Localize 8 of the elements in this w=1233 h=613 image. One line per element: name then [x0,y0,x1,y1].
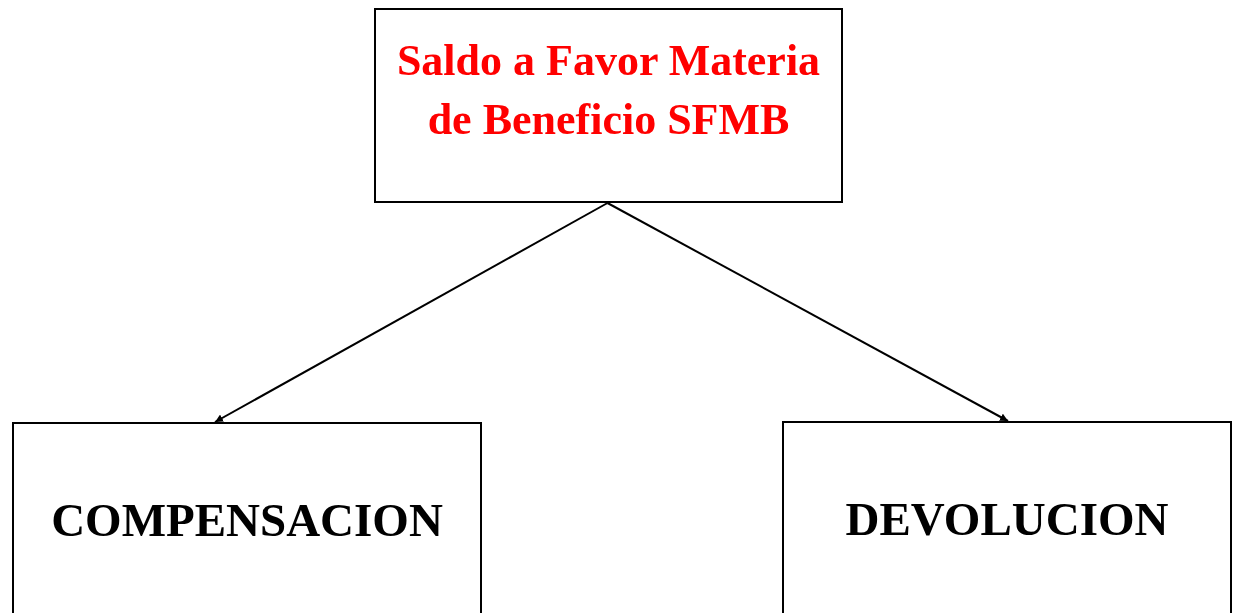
process-box [12,422,482,613]
process-box [782,421,1232,613]
box-label: DEVOLUCION [845,492,1169,547]
arrow [606,202,1009,422]
arrow [214,202,609,423]
box-label: COMPENSACION [51,493,443,548]
process-box [374,8,843,203]
box-label: Saldo a Favor Materia de Beneficio SFMB [395,35,822,146]
